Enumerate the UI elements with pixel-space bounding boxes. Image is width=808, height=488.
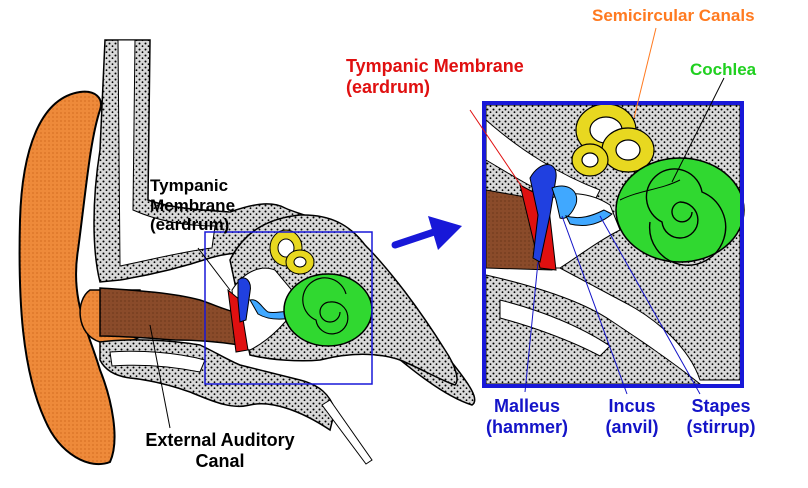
label-malleus: Malleus (hammer) [482, 396, 572, 437]
label-semicircular-canals: Semicircular Canals [592, 6, 755, 26]
label-incus-line1: Incus [592, 396, 672, 417]
label-tympanic-membrane-right: Tympanic Membrane (eardrum) [346, 56, 578, 97]
zoom-arrow [395, 216, 462, 250]
label-stapes-line2: (stirrup) [676, 417, 766, 438]
label-incus-line2: (anvil) [592, 417, 672, 438]
label-tympanic-membrane-left: Tympanic Membrane (eardrum) [150, 176, 235, 235]
label-malleus-line1: Malleus [482, 396, 572, 417]
label-external-auditory-canal: External Auditory Canal [122, 430, 318, 471]
label-tympanic-right-line2: (eardrum) [346, 77, 578, 98]
label-malleus-line2: (hammer) [482, 417, 572, 438]
whole-ear-illustration [20, 40, 475, 464]
cochlea-small [284, 274, 372, 346]
label-stapes-line1: Stapes [676, 396, 766, 417]
label-canal-line1: External Auditory [122, 430, 318, 451]
label-tympanic-left-line2: Membrane [150, 196, 235, 216]
label-tympanic-left-line1: Tympanic [150, 176, 235, 196]
label-incus: Incus (anvil) [592, 396, 672, 437]
label-stapes: Stapes (stirrup) [676, 396, 766, 437]
label-tympanic-left-line3: (eardrum) [150, 215, 235, 235]
label-canal-line2: Canal [122, 451, 318, 472]
label-cochlea: Cochlea [690, 60, 756, 80]
external-auditory-canal [100, 288, 240, 345]
label-tympanic-right-line1: Tympanic Membrane [346, 56, 578, 77]
